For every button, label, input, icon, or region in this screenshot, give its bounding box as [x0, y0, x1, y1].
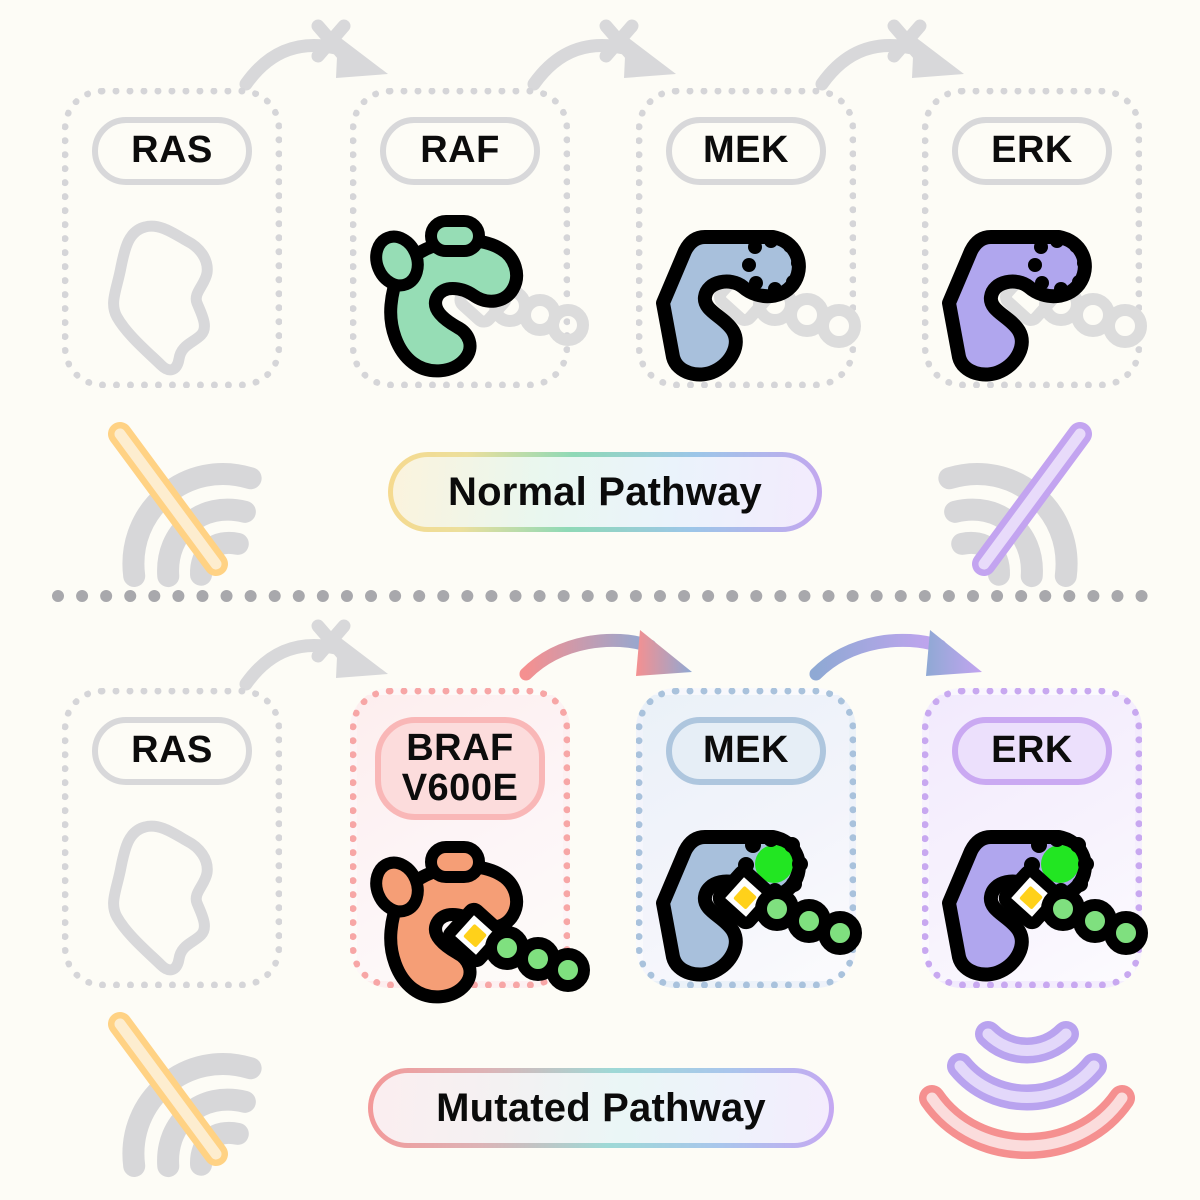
node-label-mek-mutated: MEK [666, 717, 826, 785]
kinase-lobed-icon [370, 215, 589, 378]
node-label-raf-normal: RAF [380, 117, 540, 185]
arrow-braf-mek-active [519, 630, 692, 681]
node-label-erk-mutated: ERK [952, 717, 1112, 785]
node-mek-mutated[interactable]: MEK [636, 688, 862, 988]
active-site-ring-inactive [1028, 234, 1091, 296]
substrate-chain-active [998, 864, 1148, 955]
node-label-ras-mutated: RAS [92, 717, 252, 785]
no-signal-icon-left-mutated [108, 1012, 262, 1178]
no-signal-icon-left-normal [108, 422, 262, 588]
node-erk-mutated[interactable]: ERK [922, 688, 1148, 988]
node-ras-normal[interactable]: RAS [62, 88, 282, 388]
ras-blob-outline-icon [108, 820, 213, 976]
ras-blob-outline-icon [108, 220, 213, 376]
node-erk-normal[interactable]: ERK [922, 88, 1147, 388]
kinase-c-icon [942, 830, 1148, 982]
node-label-braf-v600e: BRAF V600E [375, 717, 545, 821]
badge-normal-pathway-label: Normal Pathway [393, 457, 817, 527]
kinase-c-icon [656, 230, 861, 382]
substrate-chain-active [712, 864, 862, 955]
arrow-mek-erk-blocked-top [815, 19, 964, 91]
kinase-c-icon [942, 230, 1147, 382]
node-label-ras-normal: RAS [92, 117, 252, 185]
node-mek-normal[interactable]: MEK [636, 88, 861, 388]
node-label-mek-normal: MEK [666, 117, 826, 185]
node-label-erk-normal: ERK [952, 117, 1112, 185]
arrow-ras-raf-blocked-top [239, 19, 388, 91]
node-ras-mutated[interactable]: RAS [62, 688, 282, 988]
no-signal-icon-right-normal [938, 422, 1092, 588]
badge-mutated-pathway: Mutated Pathway [368, 1068, 834, 1148]
arrow-mek-erk-active [809, 630, 982, 681]
signal-strong-icon-right-mutated [919, 1021, 1135, 1159]
active-site-ring-inactive [742, 234, 805, 296]
badge-mutated-pathway-label: Mutated Pathway [373, 1073, 829, 1143]
arrow-raf-mek-blocked-top [527, 19, 676, 91]
badge-normal-pathway: Normal Pathway [388, 452, 822, 532]
kinase-c-icon [656, 830, 862, 982]
node-raf-normal[interactable]: RAF [350, 88, 589, 388]
arrow-ras-braf-blocked-bottom [239, 619, 388, 691]
section-divider [52, 590, 1148, 602]
kinase-lobed-icon [370, 841, 590, 1004]
node-braf-v600e-mutated[interactable]: BRAF V600E [350, 688, 590, 1004]
substrate-chain-active [442, 902, 590, 992]
